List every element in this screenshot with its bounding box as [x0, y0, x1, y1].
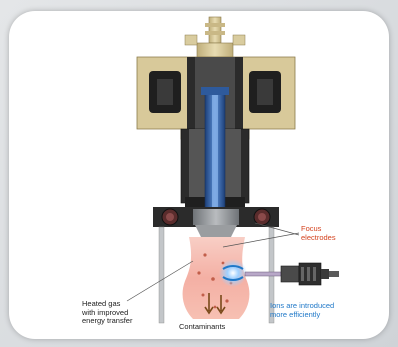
top-fitting: [185, 17, 245, 57]
ions-introduced-label: Ions are introduced more efficiently: [270, 302, 334, 319]
diagram-card: Focus electrodes Ions are introduced mor…: [9, 11, 389, 339]
focus-electrodes-label: Focus electrodes: [301, 225, 336, 242]
heated-gas-label: Heated gas with improved energy transfer: [82, 300, 132, 326]
flange: [153, 207, 279, 237]
ion-inlet: [245, 263, 339, 285]
contaminants-label: Contaminants: [179, 323, 225, 332]
ion-source-diagram: [9, 11, 389, 339]
ion-glow: [219, 259, 247, 287]
